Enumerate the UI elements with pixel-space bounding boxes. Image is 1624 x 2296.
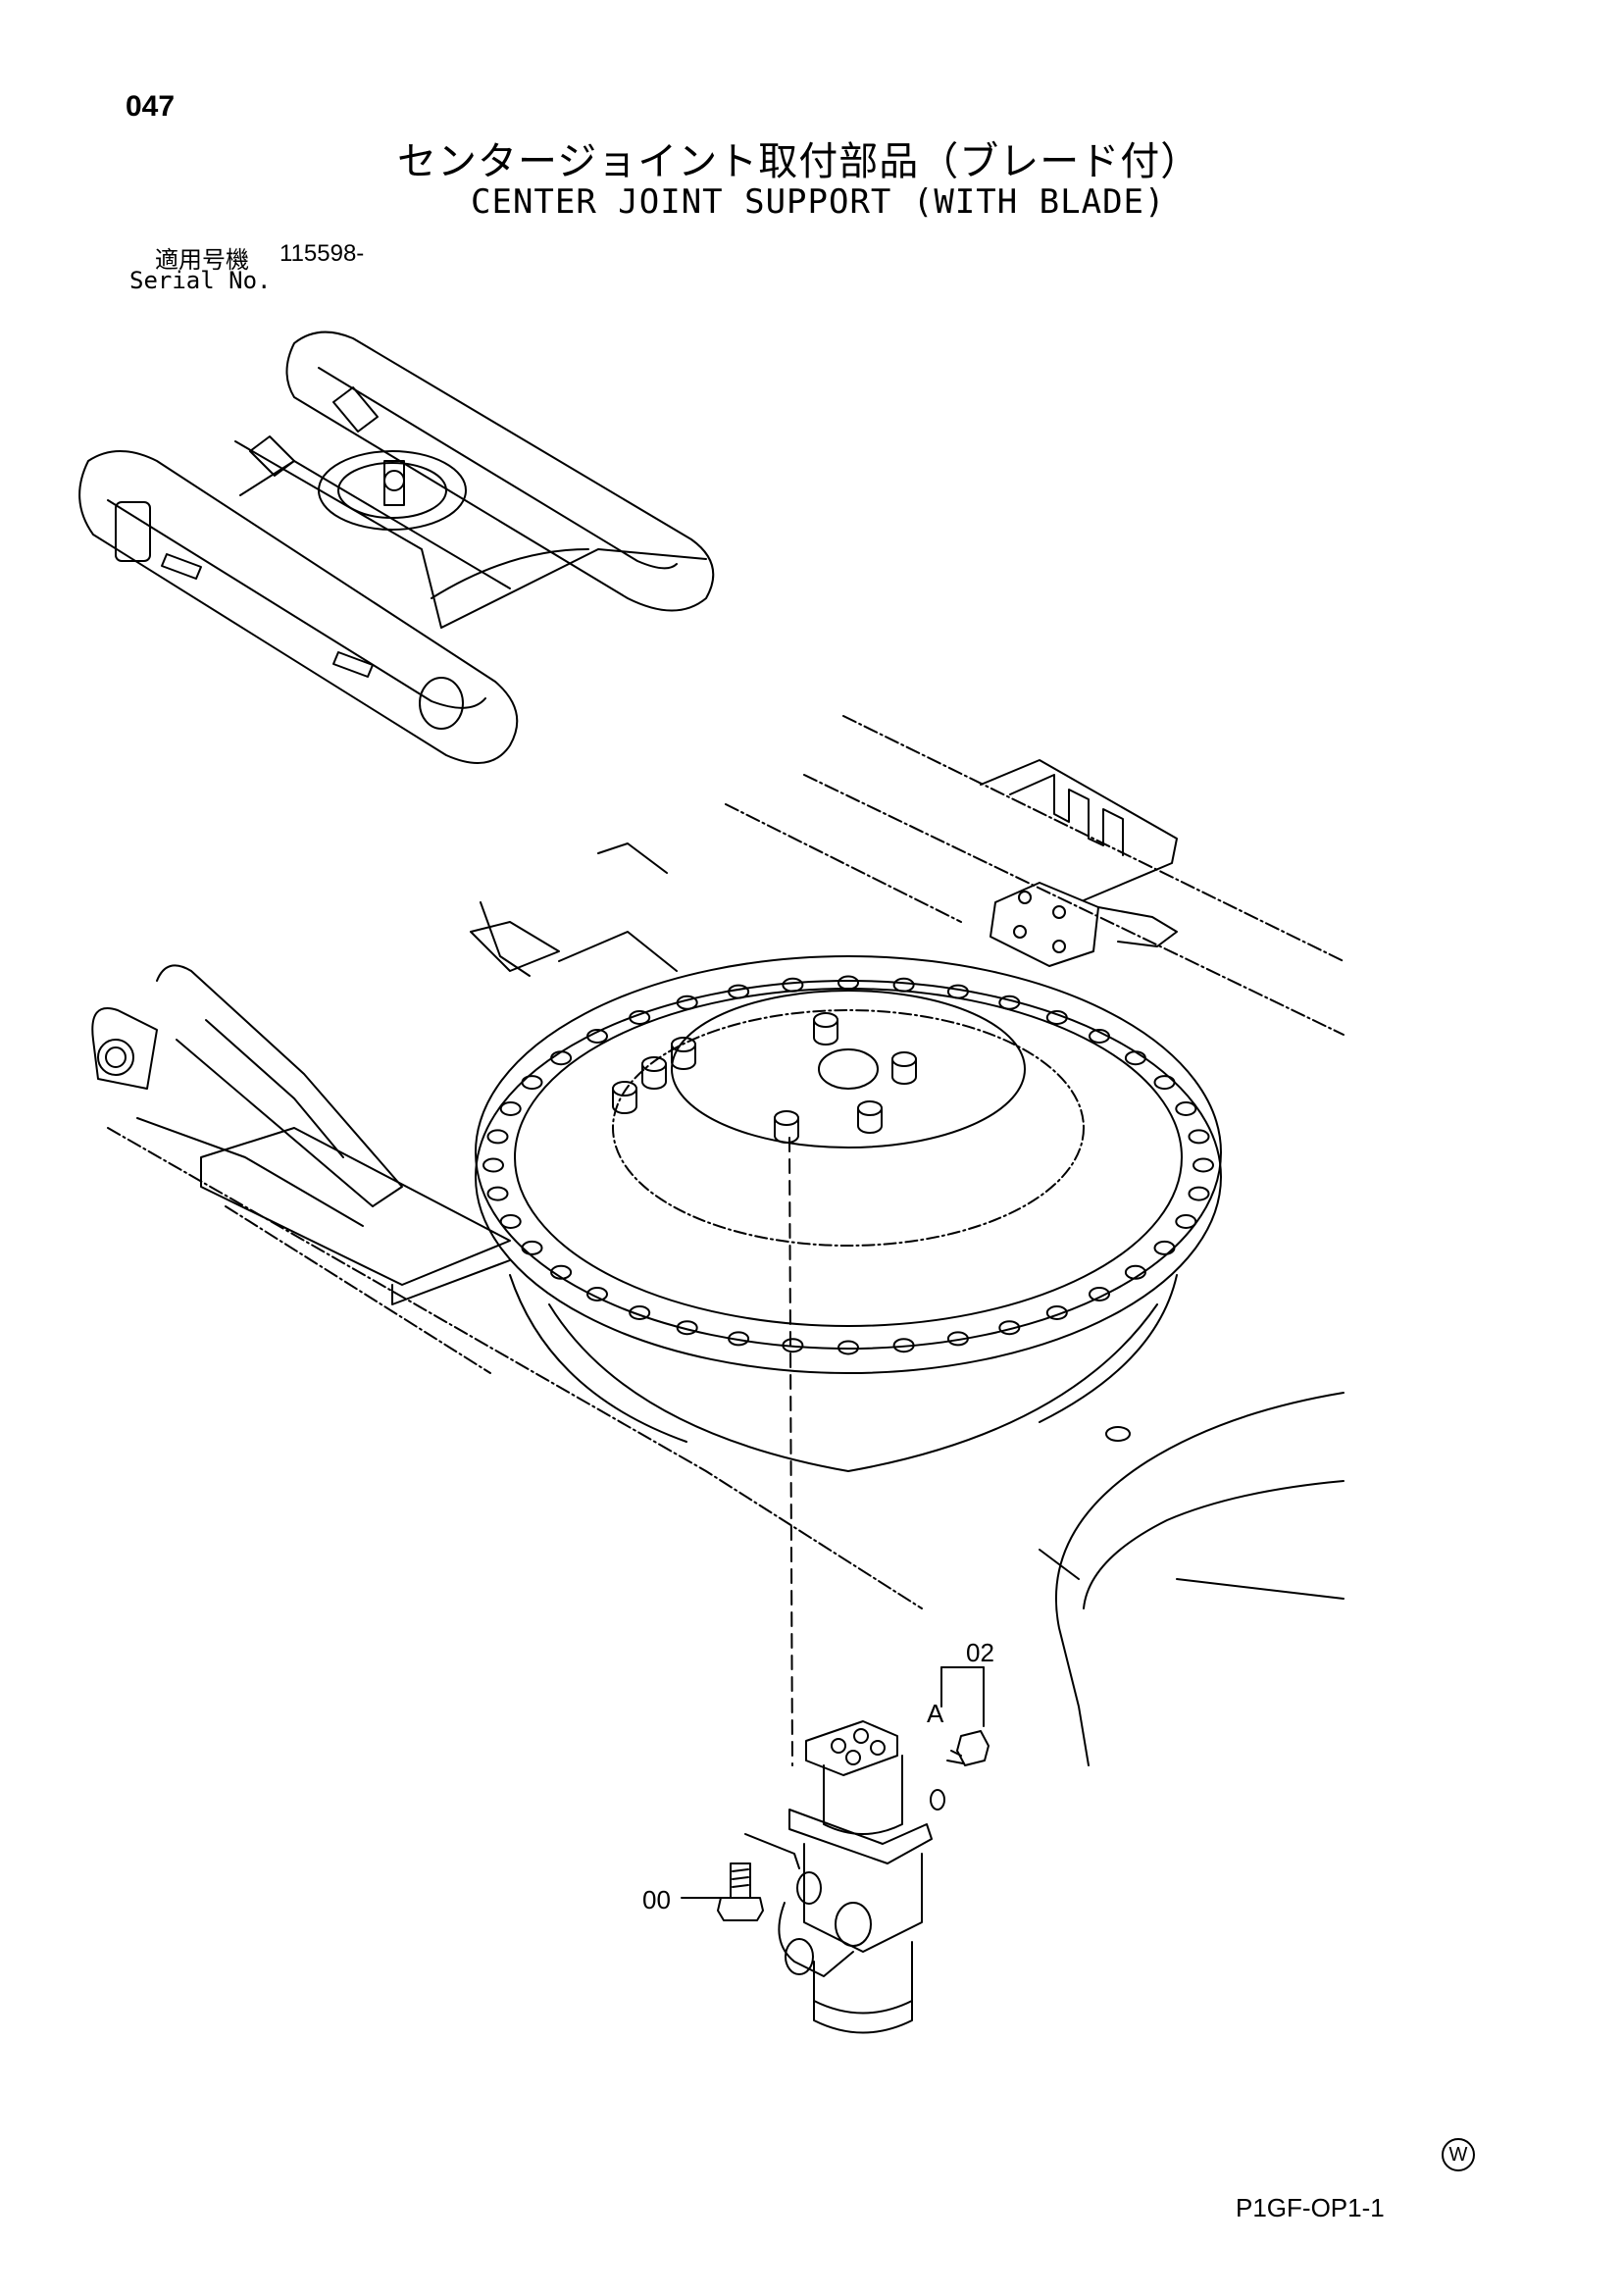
bolt-hole: [1045, 1010, 1068, 1025]
bolt-hole: [499, 1101, 522, 1116]
bolt-hole: [837, 975, 859, 991]
bolt-hole: [1089, 1029, 1110, 1044]
bolt-hole: [521, 1075, 543, 1091]
bolt-hole: [1045, 1305, 1068, 1320]
bolt-hole: [521, 1240, 543, 1255]
bolt-hole: [586, 1287, 608, 1301]
w-circle-symbol: W: [1442, 2138, 1475, 2171]
bolt-hole: [550, 1264, 573, 1280]
bolt-hole: [1153, 1075, 1176, 1091]
bolt-hole: [629, 1010, 651, 1025]
bolt-hole: [998, 995, 1021, 1010]
bolt-hole: [728, 1331, 750, 1347]
bolt-hole: [892, 977, 915, 993]
bolt-hole: [1124, 1264, 1146, 1280]
callout-part-00: 00: [642, 1885, 671, 1914]
bolt-hole: [946, 1331, 969, 1347]
bolt-hole: [782, 1338, 804, 1353]
bolt-hole: [998, 1320, 1021, 1336]
bolt-hole: [499, 1214, 522, 1229]
bolt-hole: [629, 1305, 651, 1320]
swing-bearing-drawing: [475, 955, 1222, 1472]
bolt-hole: [1188, 1186, 1210, 1201]
bolt-hole: [676, 995, 698, 1010]
bolt-hole: [782, 977, 804, 993]
bolt-hole: [586, 1029, 608, 1044]
serial-number-value: 115598-: [279, 240, 365, 267]
callout-part-02: 02: [966, 1638, 994, 1667]
bolt-02-drawing: [930, 1666, 990, 1811]
bolt-hole: [1124, 1050, 1146, 1066]
page-number: 047: [126, 90, 176, 123]
swing-bearing-bolt-holes: [482, 975, 1214, 1355]
bolt-hole: [1153, 1240, 1176, 1255]
title-japanese: センタージョイント取付部品（ブレード付）: [397, 139, 1201, 184]
bolt-hole: [946, 984, 969, 999]
center-axis-line: [788, 1137, 793, 1766]
serial-label-japanese: 適用号機: [155, 246, 249, 274]
bolt-hole: [1193, 1157, 1214, 1173]
bolt-hole: [1175, 1101, 1197, 1116]
callout-view-a: A: [927, 1699, 944, 1728]
upper-frame-drawing: [91, 715, 1345, 1766]
bolt-hole: [676, 1320, 698, 1336]
bolt-hole: [1089, 1287, 1110, 1301]
center-joint-drawing: [778, 1720, 933, 2034]
bolt-hole: [486, 1129, 509, 1145]
bolt-00-drawing: [717, 1833, 800, 1921]
undercarriage-overview-figure: [78, 331, 715, 764]
figure-code: P1GF-OP1-1: [1236, 2193, 1385, 2222]
bolt-hole: [486, 1186, 509, 1201]
bolt-hole: [837, 1340, 859, 1355]
bolt-hole: [1175, 1214, 1197, 1229]
bolt-hole: [728, 984, 750, 999]
bolt-hole: [892, 1338, 915, 1353]
bolt-hole: [482, 1157, 504, 1173]
serial-label-english: Serial No.: [129, 267, 272, 294]
bolt-hole: [550, 1050, 573, 1066]
swing-bearing-studs: [612, 1012, 917, 1144]
title-english: CENTER JOINT SUPPORT (WITH BLADE): [471, 182, 1166, 222]
bolt-hole: [1188, 1129, 1210, 1145]
